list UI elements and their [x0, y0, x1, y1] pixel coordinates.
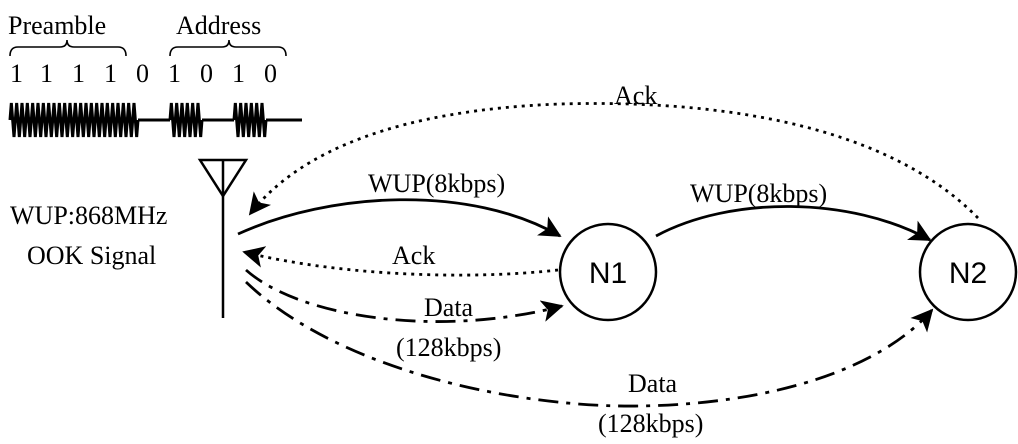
wup-label-antenna-n1: WUP(8kbps) — [368, 169, 505, 198]
bit-label: 1 — [232, 59, 245, 88]
node-n1-label: N1 — [589, 257, 627, 290]
data-link-antenna-n2 — [245, 280, 934, 408]
data-label-antenna-n2-line2: (128kbps) — [598, 409, 703, 438]
bit-label: 1 — [10, 59, 23, 88]
node-n2: N2 — [918, 222, 1018, 322]
wup-link-n1-n2 — [655, 205, 932, 242]
wup-link-antenna-n1 — [237, 198, 562, 238]
data-label-antenna-n1-line2: (128kbps) — [396, 333, 501, 362]
ack-link-n1-antenna — [242, 246, 559, 277]
data-label-antenna-n1-line1: Data — [424, 293, 474, 322]
bit-label: 0 — [264, 59, 277, 88]
address-label: Address — [176, 11, 261, 40]
node-n1: N1 — [558, 222, 658, 322]
bit-label: 1 — [168, 59, 181, 88]
antenna-label-line1: WUP:868MHz — [10, 201, 167, 230]
bit-row: 1 1 1 1 0 1 0 1 0 — [10, 59, 277, 88]
bit-label: 1 — [104, 59, 117, 88]
bit-label: 0 — [200, 59, 213, 88]
waveform-path — [8, 102, 302, 138]
ack-link-n2-antenna — [248, 102, 979, 219]
preamble-label: Preamble — [8, 11, 106, 40]
antenna-label-line2: OOK Signal — [27, 241, 156, 270]
data-link-antenna-n1 — [245, 268, 564, 323]
bit-label: 0 — [136, 59, 149, 88]
data-label-antenna-n2-line1: Data — [628, 369, 678, 398]
ook-waveform — [8, 102, 302, 138]
node-n2-label: N2 — [949, 257, 987, 290]
address-brace — [169, 39, 287, 57]
preamble-brace — [9, 39, 127, 57]
bit-label: 1 — [40, 59, 53, 88]
bit-label: 1 — [72, 59, 85, 88]
wup-label-n1-n2: WUP(8kbps) — [690, 179, 827, 208]
antenna-icon — [197, 158, 249, 318]
ack-label-n1-antenna: Ack — [392, 241, 435, 270]
ack-label-n2-antenna: Ack — [614, 81, 657, 110]
